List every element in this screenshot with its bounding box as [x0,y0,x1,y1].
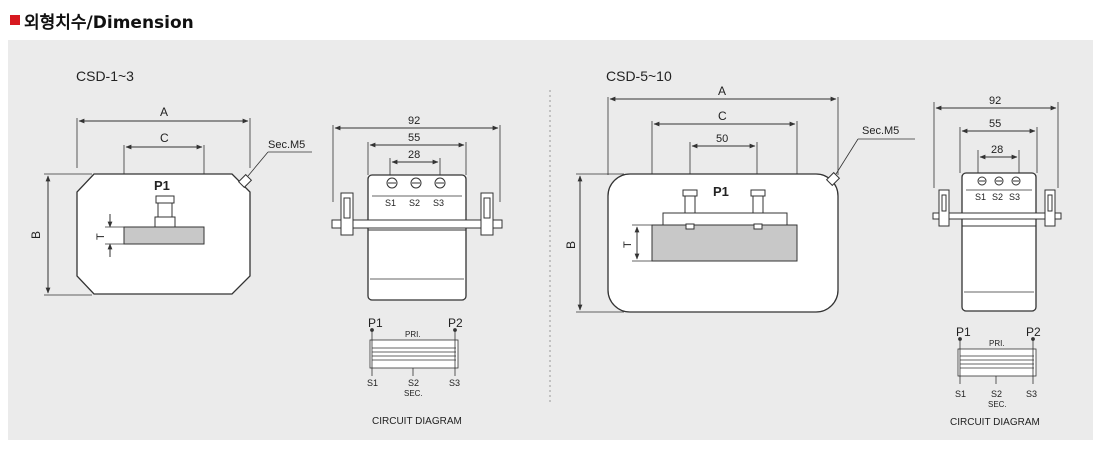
right-side-width-28: 28 [991,144,1003,156]
right-front-view [576,96,915,313]
left-model-title: CSD-1~3 [76,68,134,84]
left-circuit-s2: S2 [408,378,419,388]
right-dim-50: 50 [716,133,728,145]
left-side-s3: S3 [433,198,444,208]
left-circuit-p2: P2 [448,316,463,330]
section-title: 외형치수/Dimension [24,12,194,33]
left-front-view [44,118,312,296]
right-model-title: CSD-5~10 [606,68,672,84]
left-screw-label: Sec.M5 [268,139,305,151]
right-circuit-diagram [957,337,1037,384]
right-side-s3: S3 [1009,192,1020,202]
right-screw-label: Sec.M5 [862,125,899,137]
right-side-width-55: 55 [989,118,1001,130]
left-side-s2: S2 [409,198,420,208]
right-terminal-label: P1 [713,184,729,199]
right-side-width-92: 92 [989,95,1001,107]
left-side-s1: S1 [385,198,396,208]
right-circuit-s2: S2 [991,389,1002,399]
right-side-view [932,102,1062,312]
right-circuit-sec: SEC. [988,400,1007,409]
right-circuit-s1: S1 [955,389,966,399]
left-side-width-55: 55 [408,132,420,144]
right-dim-a: A [718,84,726,98]
left-circuit-s3: S3 [449,378,460,388]
right-circuit-p2: P2 [1026,325,1041,339]
left-dim-a: A [160,105,168,119]
right-circuit-p1: P1 [956,325,971,339]
left-dim-c: C [160,131,169,145]
right-side-s2: S2 [992,192,1003,202]
left-side-view [331,125,503,301]
right-dim-b: B [564,241,578,249]
section-header: 외형치수/Dimension [10,6,194,34]
left-circuit-s1: S1 [367,378,378,388]
right-circuit-caption: CIRCUIT DIAGRAM [950,417,1040,428]
left-terminal-label: P1 [154,178,170,193]
left-circuit-caption: CIRCUIT DIAGRAM [372,416,462,427]
right-circuit-pri: PRI. [989,339,1005,348]
right-dim-t: T [622,241,634,248]
left-side-width-92: 92 [408,115,420,127]
left-circuit-diagram [369,328,459,376]
left-dim-b: B [29,231,43,239]
right-circuit-s3: S3 [1026,389,1037,399]
left-dim-t: T [95,233,107,240]
left-side-width-28: 28 [408,149,420,161]
right-dim-c: C [718,109,727,123]
left-circuit-sec: SEC. [404,389,423,398]
left-circuit-pri: PRI. [405,330,421,339]
right-side-s1: S1 [975,192,986,202]
left-circuit-p1: P1 [368,316,383,330]
red-square-icon [10,15,20,25]
